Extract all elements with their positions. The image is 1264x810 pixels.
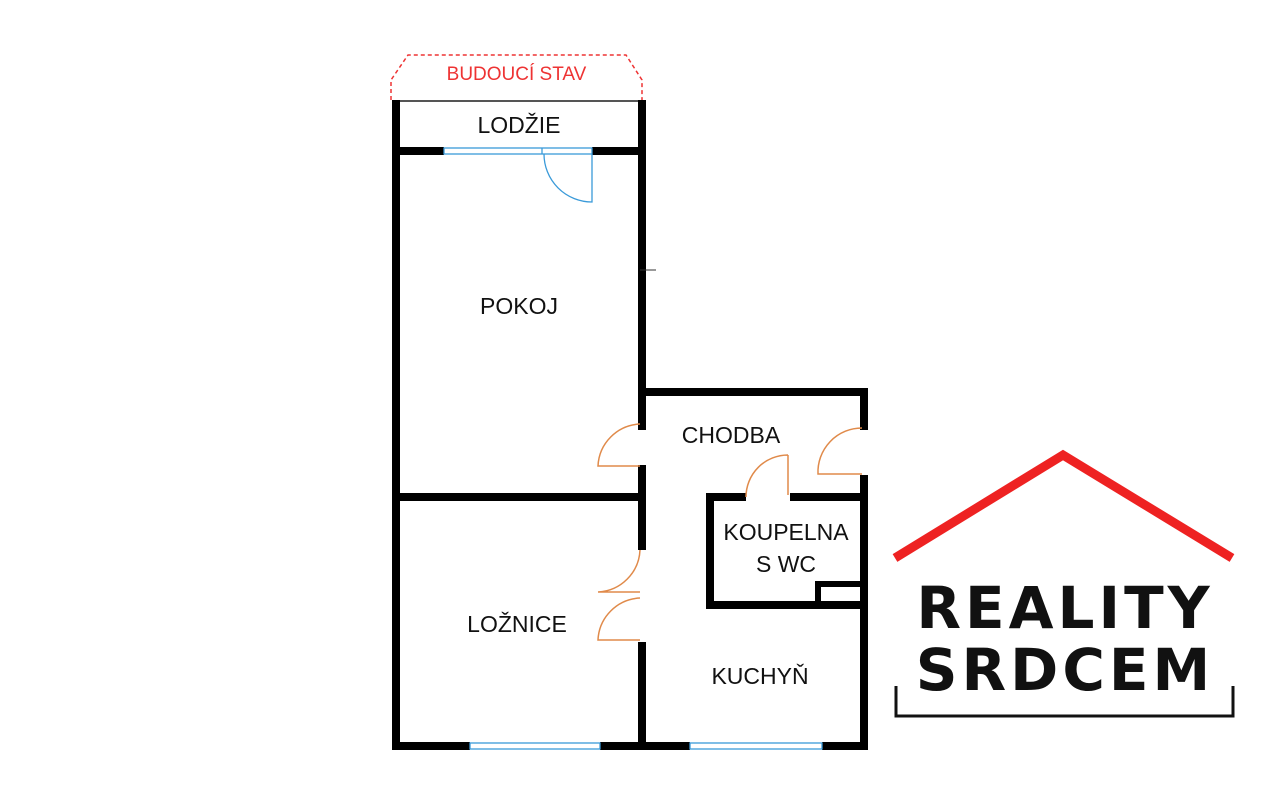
room-koupelna-line2: S WC: [755, 551, 817, 577]
room-pokoj: POKOJ: [480, 293, 558, 319]
doors: [597, 423, 863, 641]
logo-line2: SRDCEM: [915, 636, 1215, 704]
budouci-stav-outline: [390, 54, 643, 100]
room-chodba: CHODBA: [681, 422, 781, 448]
logo-bracket: [894, 686, 1235, 718]
logo-roof-icon: [892, 449, 1235, 562]
budouci-stav-label: BUDOUCÍ STAV: [446, 64, 587, 85]
room-loznice: LOŽNICE: [467, 611, 567, 637]
walls: [392, 100, 868, 750]
logo-line1: REALITY: [916, 574, 1214, 642]
room-kuchyn: KUCHYŇ: [711, 663, 809, 689]
room-koupelna-line1: KOUPELNA: [723, 519, 849, 545]
balcony-door-swing: [543, 153, 593, 203]
windows: [443, 147, 823, 750]
room-lodzie: LODŽIE: [477, 112, 561, 138]
